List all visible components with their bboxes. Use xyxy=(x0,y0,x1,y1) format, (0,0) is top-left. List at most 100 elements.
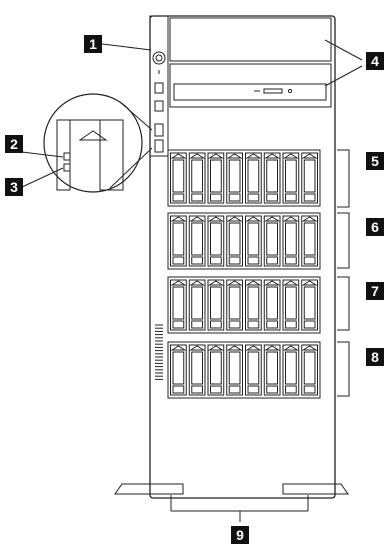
leader-3 xyxy=(21,167,64,188)
drive-handle xyxy=(228,286,241,320)
drive-release xyxy=(210,385,222,394)
callout-4: 4 xyxy=(366,52,384,70)
magnifier-arrow xyxy=(78,130,108,141)
drive-bay xyxy=(301,344,318,396)
drive-latch xyxy=(264,153,281,159)
drive-handle xyxy=(172,351,185,385)
drive-handle xyxy=(210,351,222,385)
drive-release xyxy=(285,193,297,202)
drive-tray xyxy=(226,279,243,331)
optical-drive-led xyxy=(263,88,283,94)
magnifier-leader-bottom xyxy=(109,147,153,189)
drive-group xyxy=(167,341,321,399)
drive-latch xyxy=(245,280,262,286)
callout-8: 8 xyxy=(366,348,384,366)
drive-bay xyxy=(263,215,281,267)
drive-tray xyxy=(282,215,300,267)
drive-latch xyxy=(189,280,206,286)
drive-release xyxy=(172,193,185,202)
drive-latch xyxy=(226,153,243,159)
drive-release xyxy=(285,385,297,394)
drive-bay xyxy=(170,215,187,267)
control-panel-strip xyxy=(149,15,169,157)
optical-drive-tray xyxy=(173,83,327,101)
drive-bay xyxy=(282,152,300,204)
drive-tray xyxy=(188,152,206,204)
drive-release xyxy=(266,320,278,329)
drive-handle xyxy=(191,351,203,385)
drive-bay xyxy=(188,279,206,331)
drive-tray xyxy=(188,279,206,331)
drive-latch xyxy=(170,216,187,222)
drive-tray xyxy=(226,152,243,204)
side-vents xyxy=(155,324,163,380)
foot-left xyxy=(114,483,184,495)
drive-handle xyxy=(266,351,278,385)
drive-tray xyxy=(301,215,318,267)
drive-tray xyxy=(170,344,187,396)
drive-bay xyxy=(207,279,225,331)
drive-release xyxy=(266,256,278,265)
drive-handle xyxy=(210,159,222,193)
magnifier-led-2 xyxy=(63,152,71,161)
drive-handle xyxy=(228,159,241,193)
optical-bay-lower xyxy=(169,63,332,108)
drive-handle xyxy=(172,222,185,256)
drive-bay xyxy=(282,279,300,331)
bracket-6 xyxy=(337,212,350,269)
drive-group xyxy=(167,212,321,270)
drive-bay xyxy=(282,344,300,396)
drive-release xyxy=(172,320,185,329)
drive-latch xyxy=(226,280,243,286)
chassis-body xyxy=(149,15,336,499)
drive-bay xyxy=(263,152,281,204)
drive-latch xyxy=(282,216,299,222)
drive-bay xyxy=(245,215,262,267)
drive-handle xyxy=(247,159,260,193)
drive-latch xyxy=(282,153,299,159)
drive-latch xyxy=(170,280,187,286)
callout-5: 5 xyxy=(366,152,384,170)
callout-6: 6 xyxy=(366,218,384,236)
drive-tray xyxy=(207,279,225,331)
drive-handle xyxy=(266,286,278,320)
drive-handle xyxy=(303,351,316,385)
drive-tray xyxy=(263,279,281,331)
bracket-8 xyxy=(337,341,350,397)
drive-release xyxy=(172,256,185,265)
magnifier-circle xyxy=(43,93,143,193)
drive-release xyxy=(303,385,316,394)
drive-bay xyxy=(226,215,243,267)
drive-bay xyxy=(245,279,262,331)
drive-tray xyxy=(170,215,187,267)
callout-1: 1 xyxy=(84,35,102,53)
drive-release xyxy=(285,320,297,329)
drive-handle xyxy=(172,286,185,320)
drive-bay xyxy=(301,215,318,267)
magnifier-leader-top xyxy=(119,101,153,131)
drive-latch xyxy=(207,216,224,222)
drive-latch xyxy=(170,345,187,351)
drive-latch xyxy=(245,345,262,351)
drive-latch xyxy=(301,280,318,286)
drive-release xyxy=(191,193,203,202)
drive-release xyxy=(228,193,241,202)
drive-latch xyxy=(189,153,206,159)
drive-bay xyxy=(170,344,187,396)
drive-group xyxy=(167,149,321,207)
drive-tray xyxy=(263,344,281,396)
drive-tray xyxy=(207,215,225,267)
drive-release xyxy=(210,256,222,265)
drive-release xyxy=(210,320,222,329)
drive-handle xyxy=(285,351,297,385)
drive-tray xyxy=(301,279,318,331)
usb-port-2 xyxy=(154,100,164,112)
drive-bay xyxy=(207,215,225,267)
drive-release xyxy=(303,320,316,329)
drive-handle xyxy=(266,159,278,193)
drive-latch xyxy=(264,345,281,351)
drive-release xyxy=(191,385,203,394)
drive-bay xyxy=(170,279,187,331)
